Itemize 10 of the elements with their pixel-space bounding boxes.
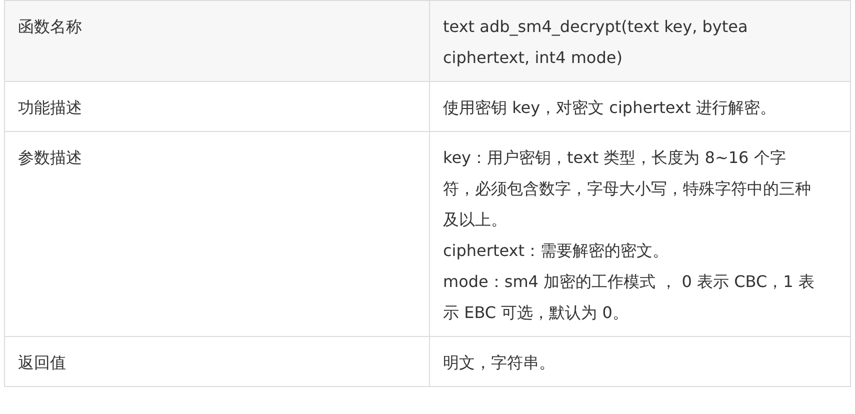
cell-text: mode：sm4 加密的工作模式 ， 0 表示 CBC，1 表示 EBC 可选，默认为 0。 <box>443 271 815 324</box>
cell-text: key：用户密钥，text 类型，长度为 8~16 个字符，必须包含数字，字母大小写，特殊字符中的三种及以上。 <box>443 147 812 231</box>
cell-text: 使用密钥 key，对密文 ciphertext 进行解密。 <box>443 97 777 119</box>
row-label: 功能描述 <box>18 97 82 119</box>
column-header: 函数名称 <box>18 16 82 38</box>
row-label: 参数描述 <box>18 147 82 169</box>
row-label: 返回值 <box>18 352 66 374</box>
cell-text: 明文，字符串。 <box>443 352 556 374</box>
function-signature: text adb_sm4_decrypt(text key, bytea ciphertext, int4 mode) <box>443 16 749 69</box>
cell-text: ciphertext：需要解密的密文。 <box>443 240 670 262</box>
